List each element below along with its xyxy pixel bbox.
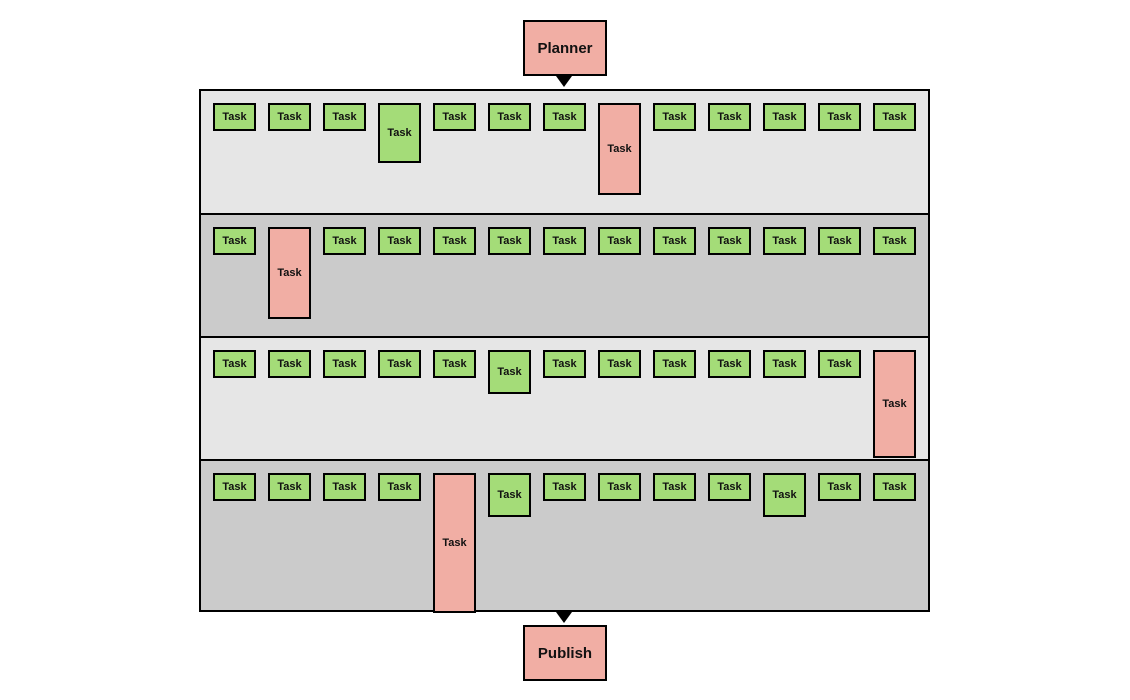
task-node: Task	[708, 350, 751, 378]
task-node: Task	[708, 227, 751, 255]
task-node: Task	[488, 227, 531, 255]
task-node: Task	[653, 103, 696, 131]
task-node: Task	[543, 350, 586, 378]
task-node: Task	[323, 350, 366, 378]
task-node: Task	[213, 473, 256, 501]
task-node: Task	[818, 350, 861, 378]
task-node: Task	[763, 227, 806, 255]
task-node: Task	[598, 350, 641, 378]
task-node: Task	[268, 473, 311, 501]
task-node: Task	[323, 473, 366, 501]
task-node: Task	[598, 473, 641, 501]
task-node: Task	[543, 227, 586, 255]
task-node: Task	[653, 227, 696, 255]
task-node: Task	[323, 103, 366, 131]
task-node: Task	[213, 103, 256, 131]
planner-node: Planner	[523, 20, 607, 76]
task-node: Task	[818, 227, 861, 255]
task-node: Task	[708, 103, 751, 131]
task-node: Task	[433, 350, 476, 378]
task-node: Task	[763, 103, 806, 131]
publish-arrow-icon	[556, 612, 572, 623]
task-node: Task	[213, 227, 256, 255]
task-node: Task	[873, 227, 916, 255]
task-node: Task	[873, 473, 916, 501]
task-node: Task	[818, 473, 861, 501]
task-node: Task	[763, 473, 806, 517]
task-node: Task	[213, 350, 256, 378]
task-node: Task	[488, 350, 531, 394]
lane-1: Task Task Task Task Task Task Task Task Task Task…	[201, 91, 928, 213]
task-node: Task	[818, 103, 861, 131]
task-node: Task	[378, 473, 421, 501]
task-node: Task	[543, 103, 586, 131]
publish-label: Publish	[537, 644, 593, 662]
task-node: Task	[653, 350, 696, 378]
task-node: Task	[598, 103, 641, 195]
task-node: Task	[433, 473, 476, 613]
task-node: Task	[268, 227, 311, 319]
lane-3: Task Task Task Task Task Task Task Task Task Task…	[201, 336, 928, 459]
task-node: Task	[708, 473, 751, 501]
task-node: Task	[433, 103, 476, 131]
task-node: Task	[378, 227, 421, 255]
task-node: Task	[378, 350, 421, 378]
task-node: Task	[598, 227, 641, 255]
task-node: Task	[433, 227, 476, 255]
planner-arrow-icon	[556, 76, 572, 87]
task-node: Task	[763, 350, 806, 378]
task-node: Task	[488, 103, 531, 131]
planner-label: Planner	[537, 39, 593, 57]
task-node: Task	[268, 350, 311, 378]
task-node: Task	[268, 103, 311, 131]
task-node: Task	[873, 103, 916, 131]
task-node: Task	[378, 103, 421, 163]
task-node: Task	[873, 350, 916, 458]
task-node: Task	[653, 473, 696, 501]
task-node: Task	[488, 473, 531, 517]
lane-2: Task Task Task Task Task Task Task Task Task Task…	[201, 213, 928, 336]
publish-node: Publish	[523, 625, 607, 681]
lane-4: Task Task Task Task Task Task Task Task Task Task…	[201, 459, 928, 613]
task-node: Task	[323, 227, 366, 255]
task-node: Task	[543, 473, 586, 501]
